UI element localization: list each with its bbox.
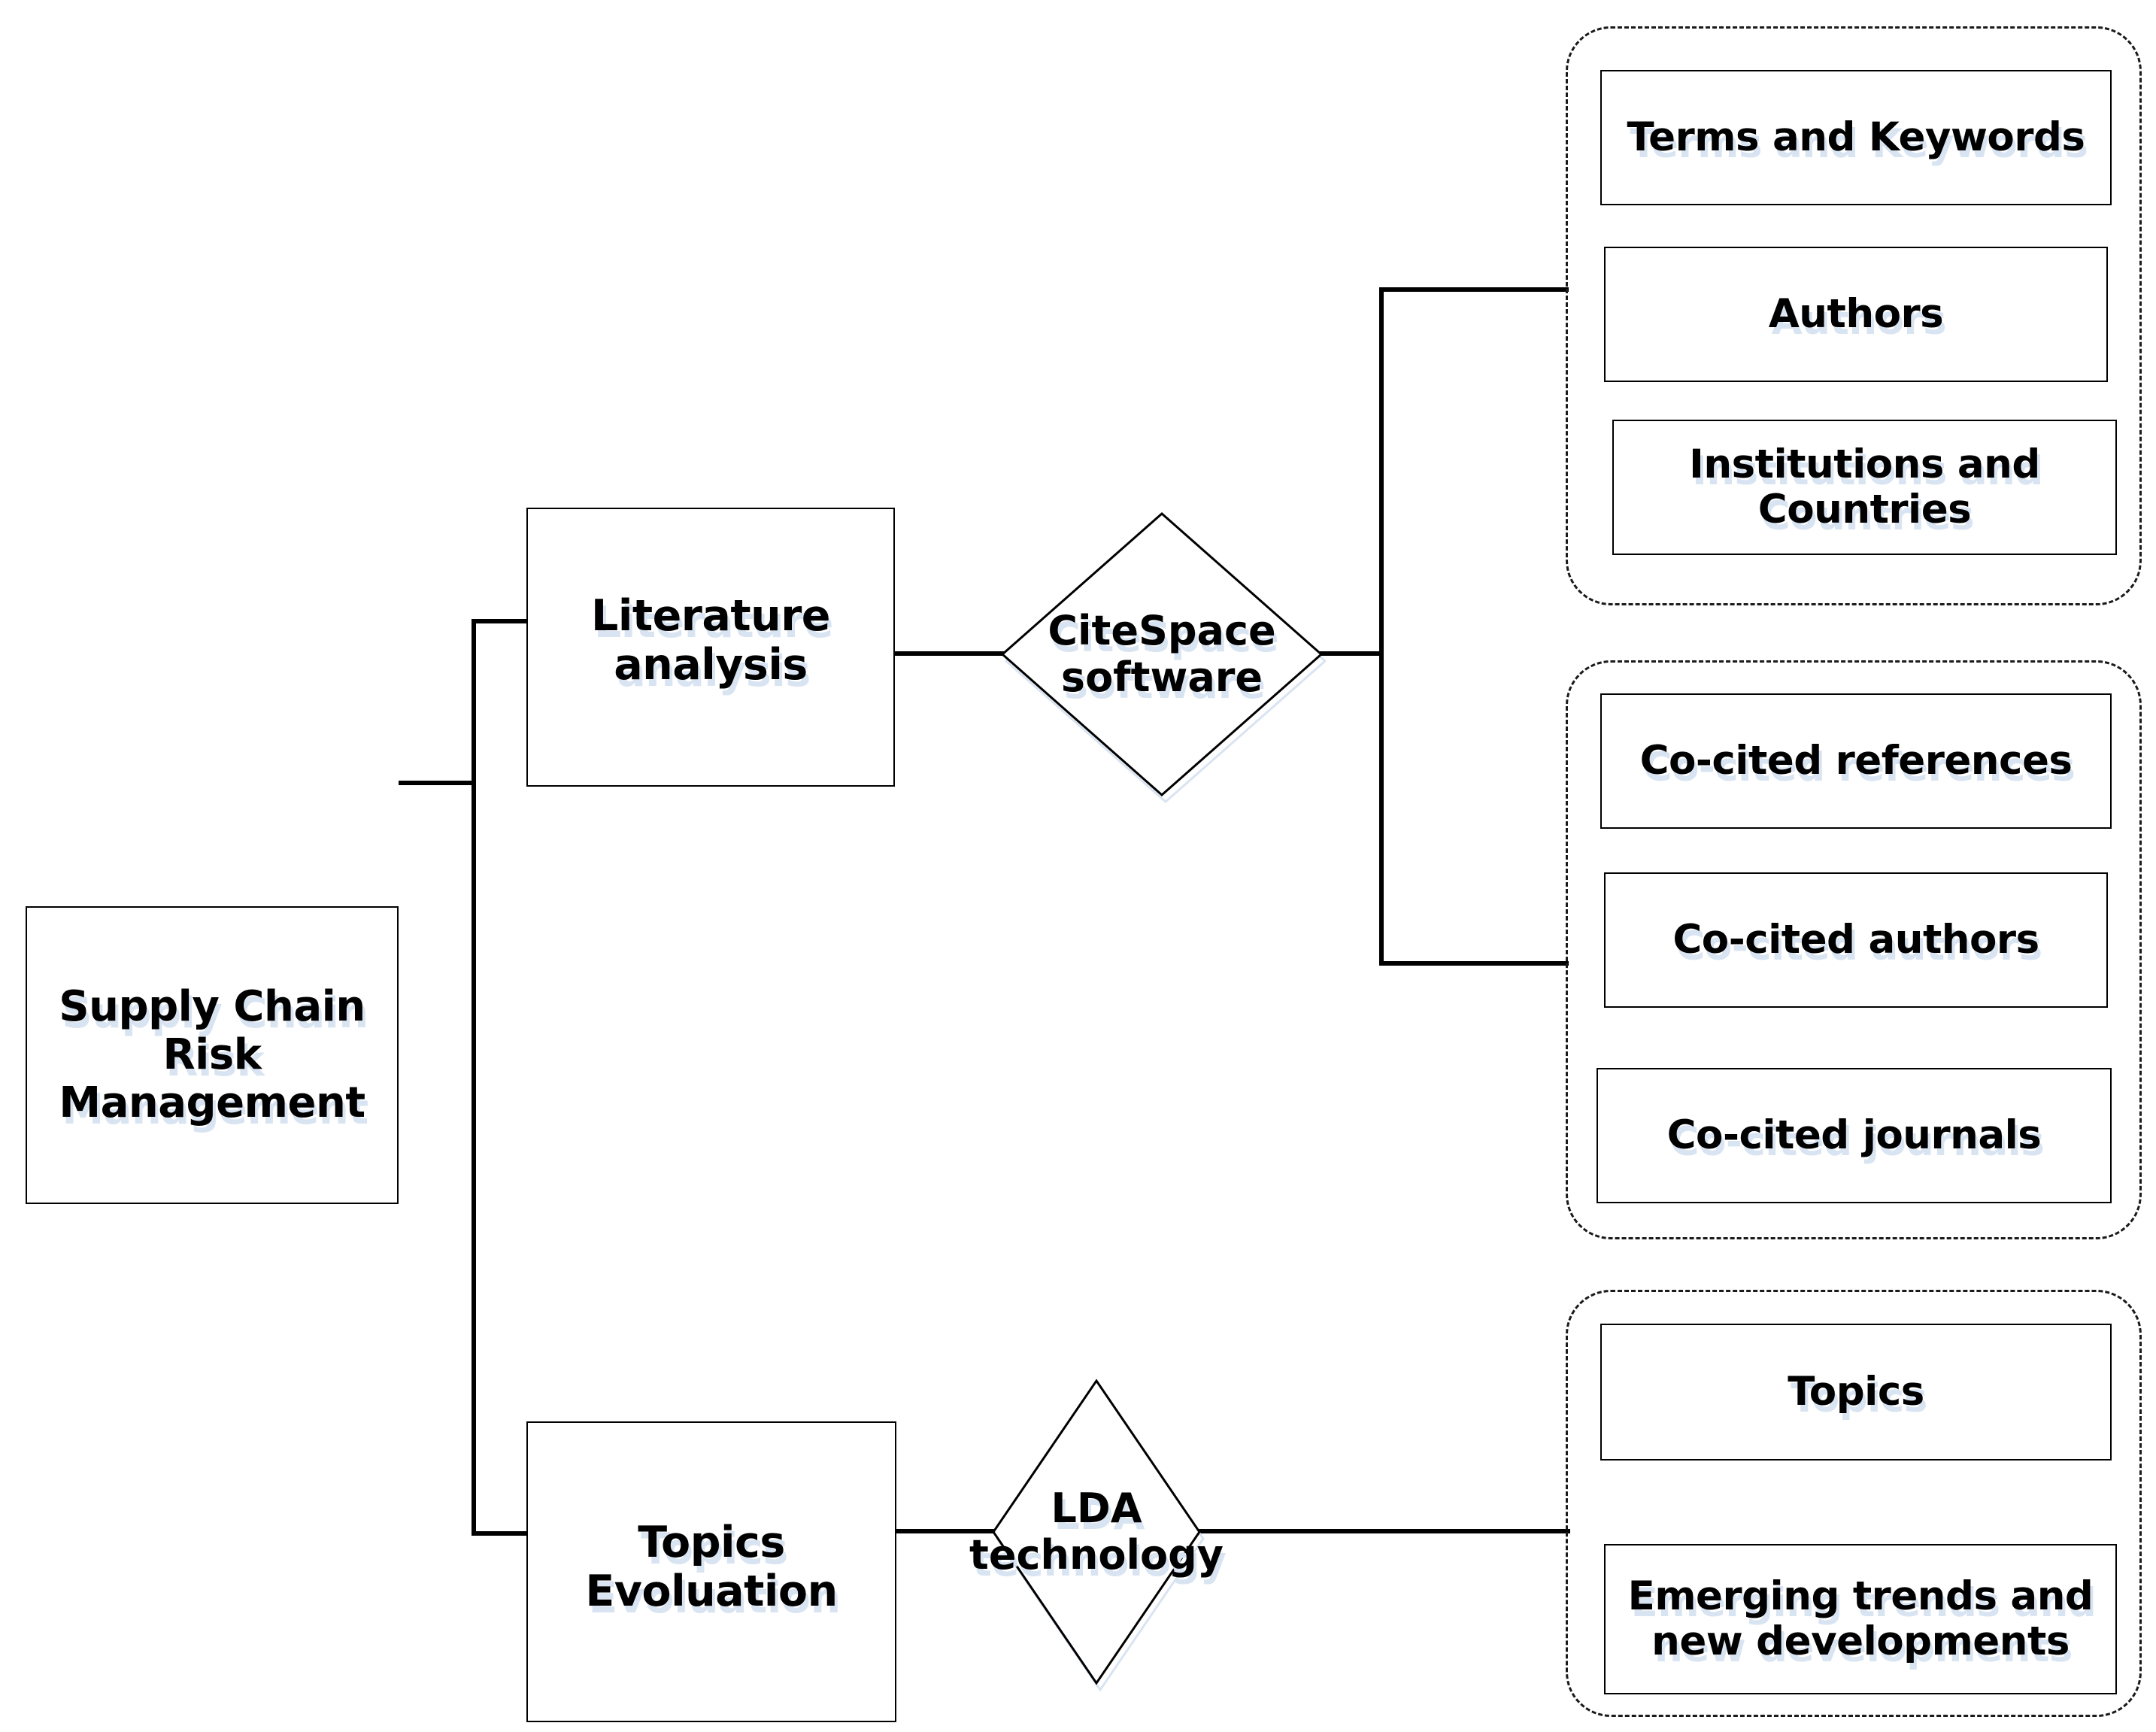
connector-topics-to-lda (895, 1529, 1000, 1533)
node-supply-chain-risk-management[interactable]: Supply Chain Risk Management (26, 906, 402, 1209)
node-label: Topics (1788, 1368, 1924, 1415)
node-label: Terms and Keywords (1627, 114, 2085, 160)
node-citespace-software[interactable]: CiteSpace software (1000, 511, 1327, 804)
node-label: Emerging trends and new developments (1627, 1573, 2094, 1664)
node-lda-technology[interactable]: LDA technology (969, 1379, 1224, 1692)
connector-literature-to-citespace (893, 651, 1005, 656)
node-co-cited-authors[interactable]: Co-cited authors (1604, 872, 2111, 1012)
node-label: Co-cited authors (1672, 916, 2039, 963)
node-institutions-and-countries[interactable]: Institutions and Countries (1612, 420, 2120, 560)
connector-right-bracket (1379, 287, 1384, 966)
diamond-shape-icon (1000, 511, 1327, 804)
node-terms-and-keywords[interactable]: Terms and Keywords (1600, 70, 2115, 210)
connector-to-group-one (1379, 287, 1569, 292)
node-literature-analysis[interactable]: Literature analysis (526, 508, 898, 791)
node-label: Co-cited journals (1666, 1112, 2042, 1158)
node-authors[interactable]: Authors (1604, 247, 2111, 387)
node-label: CiteSpace software (1048, 607, 1276, 701)
node-co-cited-journals[interactable]: Co-cited journals (1597, 1068, 2115, 1208)
node-topics-evoluation[interactable]: Topics Evoluation (526, 1421, 899, 1727)
connector-left-bracket (472, 619, 476, 1536)
node-label: Co-cited references (1639, 737, 2073, 784)
node-label: Topics Evoluation (585, 1518, 838, 1616)
node-label: LDA technology (969, 1485, 1224, 1579)
connector-to-literature (472, 619, 529, 623)
connector-to-topics (472, 1531, 530, 1536)
connector-root-stub (399, 781, 476, 785)
node-label: Literature analysis (591, 590, 830, 690)
connector-to-group-two (1379, 961, 1569, 966)
node-label: Authors (1768, 290, 1944, 337)
node-co-cited-references[interactable]: Co-cited references (1600, 693, 2115, 833)
node-label: Institutions and Countries (1689, 441, 2040, 532)
node-label: Supply Chain Risk Management (59, 982, 365, 1127)
connector-lda-to-group-three (1194, 1529, 1570, 1533)
diamond-shape-icon (992, 1379, 1205, 1692)
node-emerging-trends-and-new-developments[interactable]: Emerging trends and new developments (1604, 1544, 2120, 1699)
connector-citespace-out (1318, 651, 1384, 656)
node-topics[interactable]: Topics (1600, 1324, 2115, 1465)
